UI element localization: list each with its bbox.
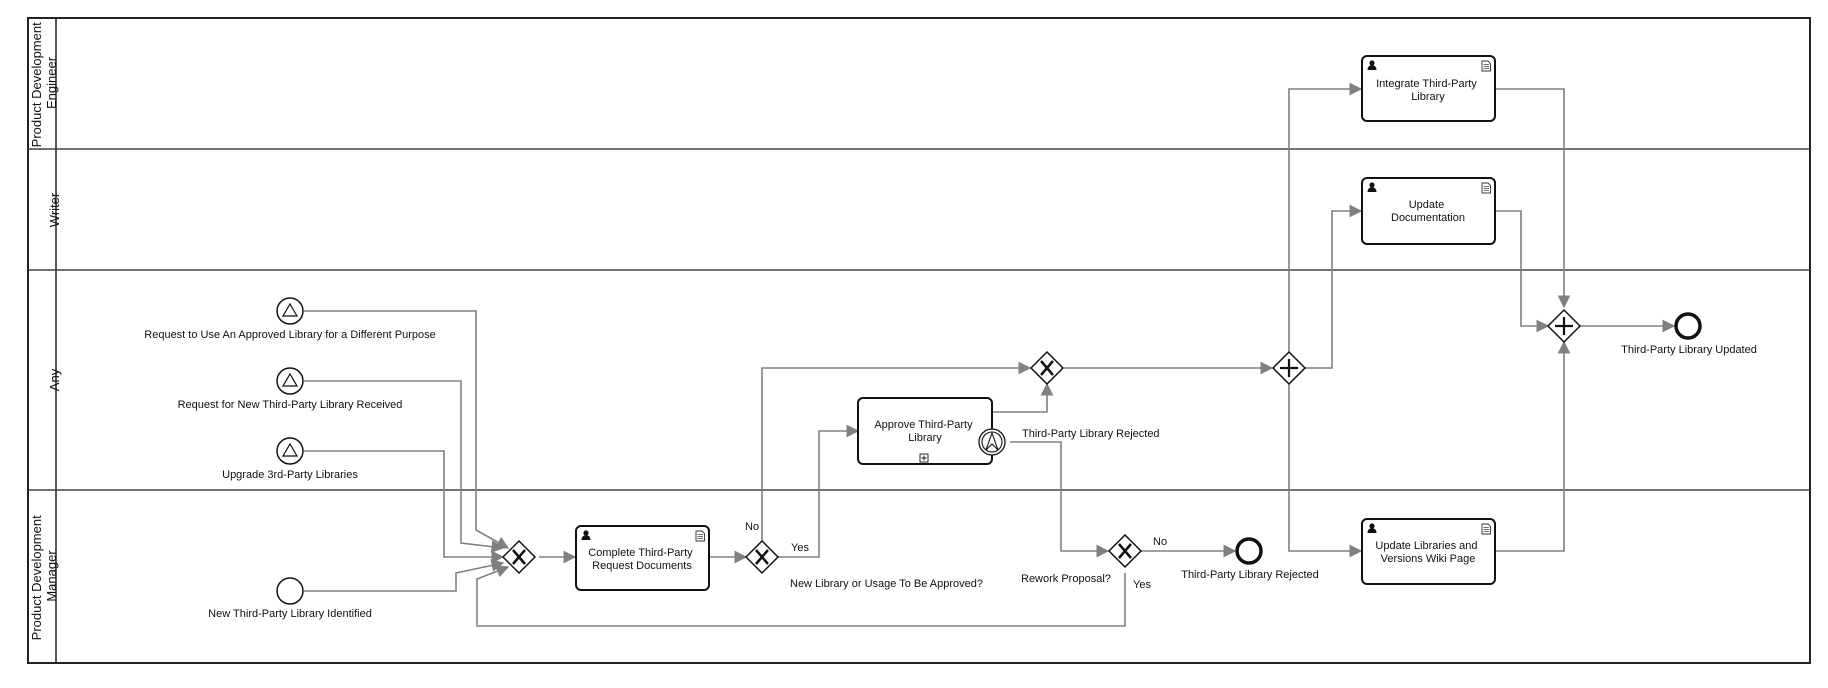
gateway-label-approval: New Library or Usage To Be Approved?: [790, 578, 983, 590]
start-event-label: Request to Use An Approved Library for a…: [144, 329, 435, 341]
end-event-label: Third-Party Library Rejected: [1181, 569, 1319, 581]
svg-text:Integrate Third-Party Li: Integrate Third-Party Library: [1376, 78, 1480, 103]
sequence-flows: [304, 82, 1676, 627]
lane-label-manager: Product Development Manager: [29, 512, 59, 641]
flow-label-yes: Yes: [791, 542, 809, 554]
end-event-rejected: [1235, 537, 1263, 565]
pool: [27, 17, 1811, 664]
exclusive-gateway-approval: [744, 539, 780, 575]
escalation-boundary-event: [978, 428, 1006, 456]
document-icon: [695, 530, 705, 542]
svg-text:Update Documentation: Update Documentation: [1391, 199, 1465, 224]
document-icon: [1481, 523, 1491, 535]
start-event-upgrade: [276, 437, 304, 465]
document-icon: [1481, 182, 1491, 194]
end-event-label: Third-Party Library Updated: [1621, 344, 1757, 356]
flow-label-no: No: [745, 521, 759, 533]
parallel-split-gateway: [1271, 350, 1307, 386]
triangle-signal-icon: [281, 372, 299, 387]
task-complete-request-documents[interactable]: Complete Third-Party Request Documents: [575, 525, 710, 591]
start-event-label: Request for New Third-Party Library Rece…: [178, 399, 403, 411]
start-event-identified: [276, 577, 304, 605]
triangle-signal-icon: [281, 302, 299, 317]
document-icon: [1481, 60, 1491, 72]
subprocess-approve-library[interactable]: Approve Third-Party Library: [857, 397, 993, 465]
flow-label-yes: Yes: [1133, 579, 1151, 591]
gateway-label-rework: Rework Proposal?: [1021, 573, 1111, 585]
triangle-signal-icon: [281, 442, 299, 457]
lane-label-any: Any: [47, 368, 62, 391]
boundary-event-label: Third-Party Library Rejected: [1022, 428, 1160, 440]
escalation-icon: [985, 431, 999, 451]
exclusive-merge-gateway: [501, 539, 537, 575]
task-integrate-library[interactable]: Integrate Third-Party Library: [1361, 55, 1496, 122]
lane-label-writer: Writer: [47, 192, 62, 227]
plus-square-icon: [919, 453, 929, 463]
start-event-new-library: [276, 367, 304, 395]
exclusive-gateway-rework: [1107, 533, 1143, 569]
start-event-approved-purpose: [276, 297, 304, 325]
lane-label-engineer: Product Development Engineer: [29, 19, 59, 148]
flow-label-no: No: [1153, 536, 1167, 548]
end-event-updated: [1674, 312, 1702, 340]
svg-text:Complete Third-Party Req: Complete Third-Party Request Documents: [588, 547, 695, 572]
svg-text:Update Libraries and Ver: Update Libraries and Versions Wiki Page: [1375, 540, 1480, 565]
task-update-wiki[interactable]: Update Libraries and Versions Wiki Page: [1361, 518, 1496, 585]
start-event-label: New Third-Party Library Identified: [208, 608, 372, 620]
parallel-join-gateway: [1546, 308, 1582, 344]
start-event-label: Upgrade 3rd-Party Libraries: [222, 469, 358, 481]
task-update-documentation[interactable]: Update Documentation: [1361, 177, 1496, 245]
svg-text:Approve Third-Party Libr: Approve Third-Party Library: [874, 419, 975, 444]
exclusive-merge-gateway-upper: [1029, 350, 1065, 386]
